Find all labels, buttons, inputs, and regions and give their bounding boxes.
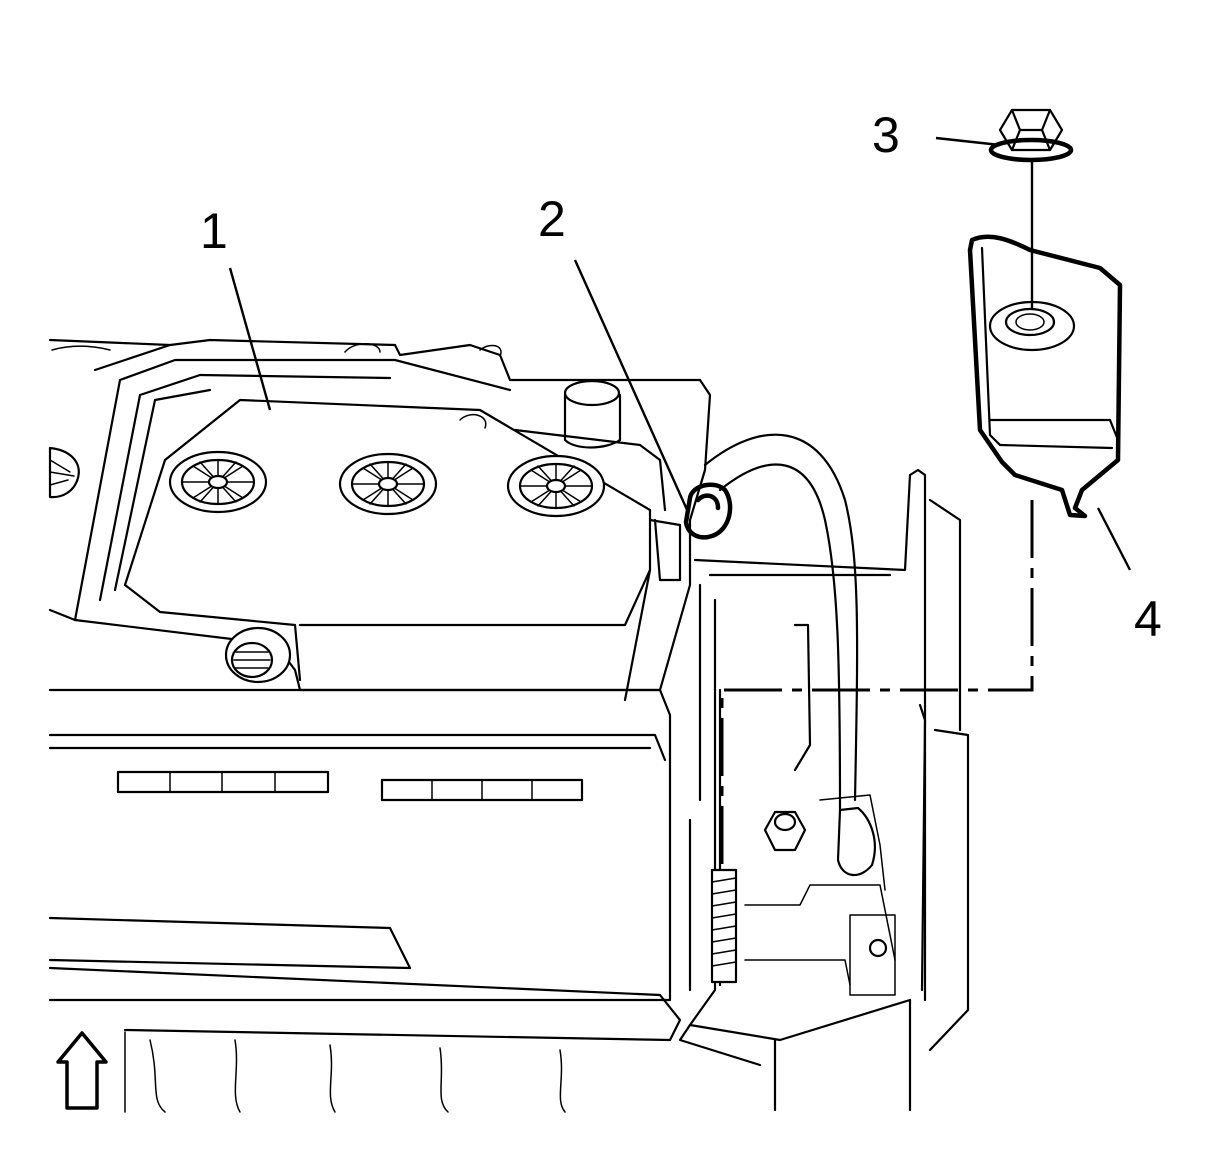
leader-line-4 [1096,507,1132,571]
hold-down-stud-icon [710,868,738,984]
leader-line-2 [573,259,690,513]
vent-cap-icon [338,452,438,516]
leader-line-1 [228,267,272,411]
callout-2: 2 [538,191,566,247]
battery [48,338,712,1113]
tray-nut-icon [763,810,807,852]
battery-cable-clip [648,482,733,582]
battery-hold-down-bracket [967,234,1123,519]
assembly-line [720,500,1034,870]
terminal-bolt-icon [224,626,292,684]
callout-4: 4 [1134,591,1162,647]
vent-cap-icon [506,454,606,518]
arrow-up-icon [56,1031,108,1110]
vent-cap-icon [168,450,268,514]
nut [988,108,1074,163]
callout-3: 3 [872,107,900,163]
leader-line-3 [935,136,1001,147]
battery-tray [678,468,970,1112]
callout-1: 1 [200,203,228,259]
battery-cable [703,433,876,876]
vent-cap-icon [48,446,80,499]
